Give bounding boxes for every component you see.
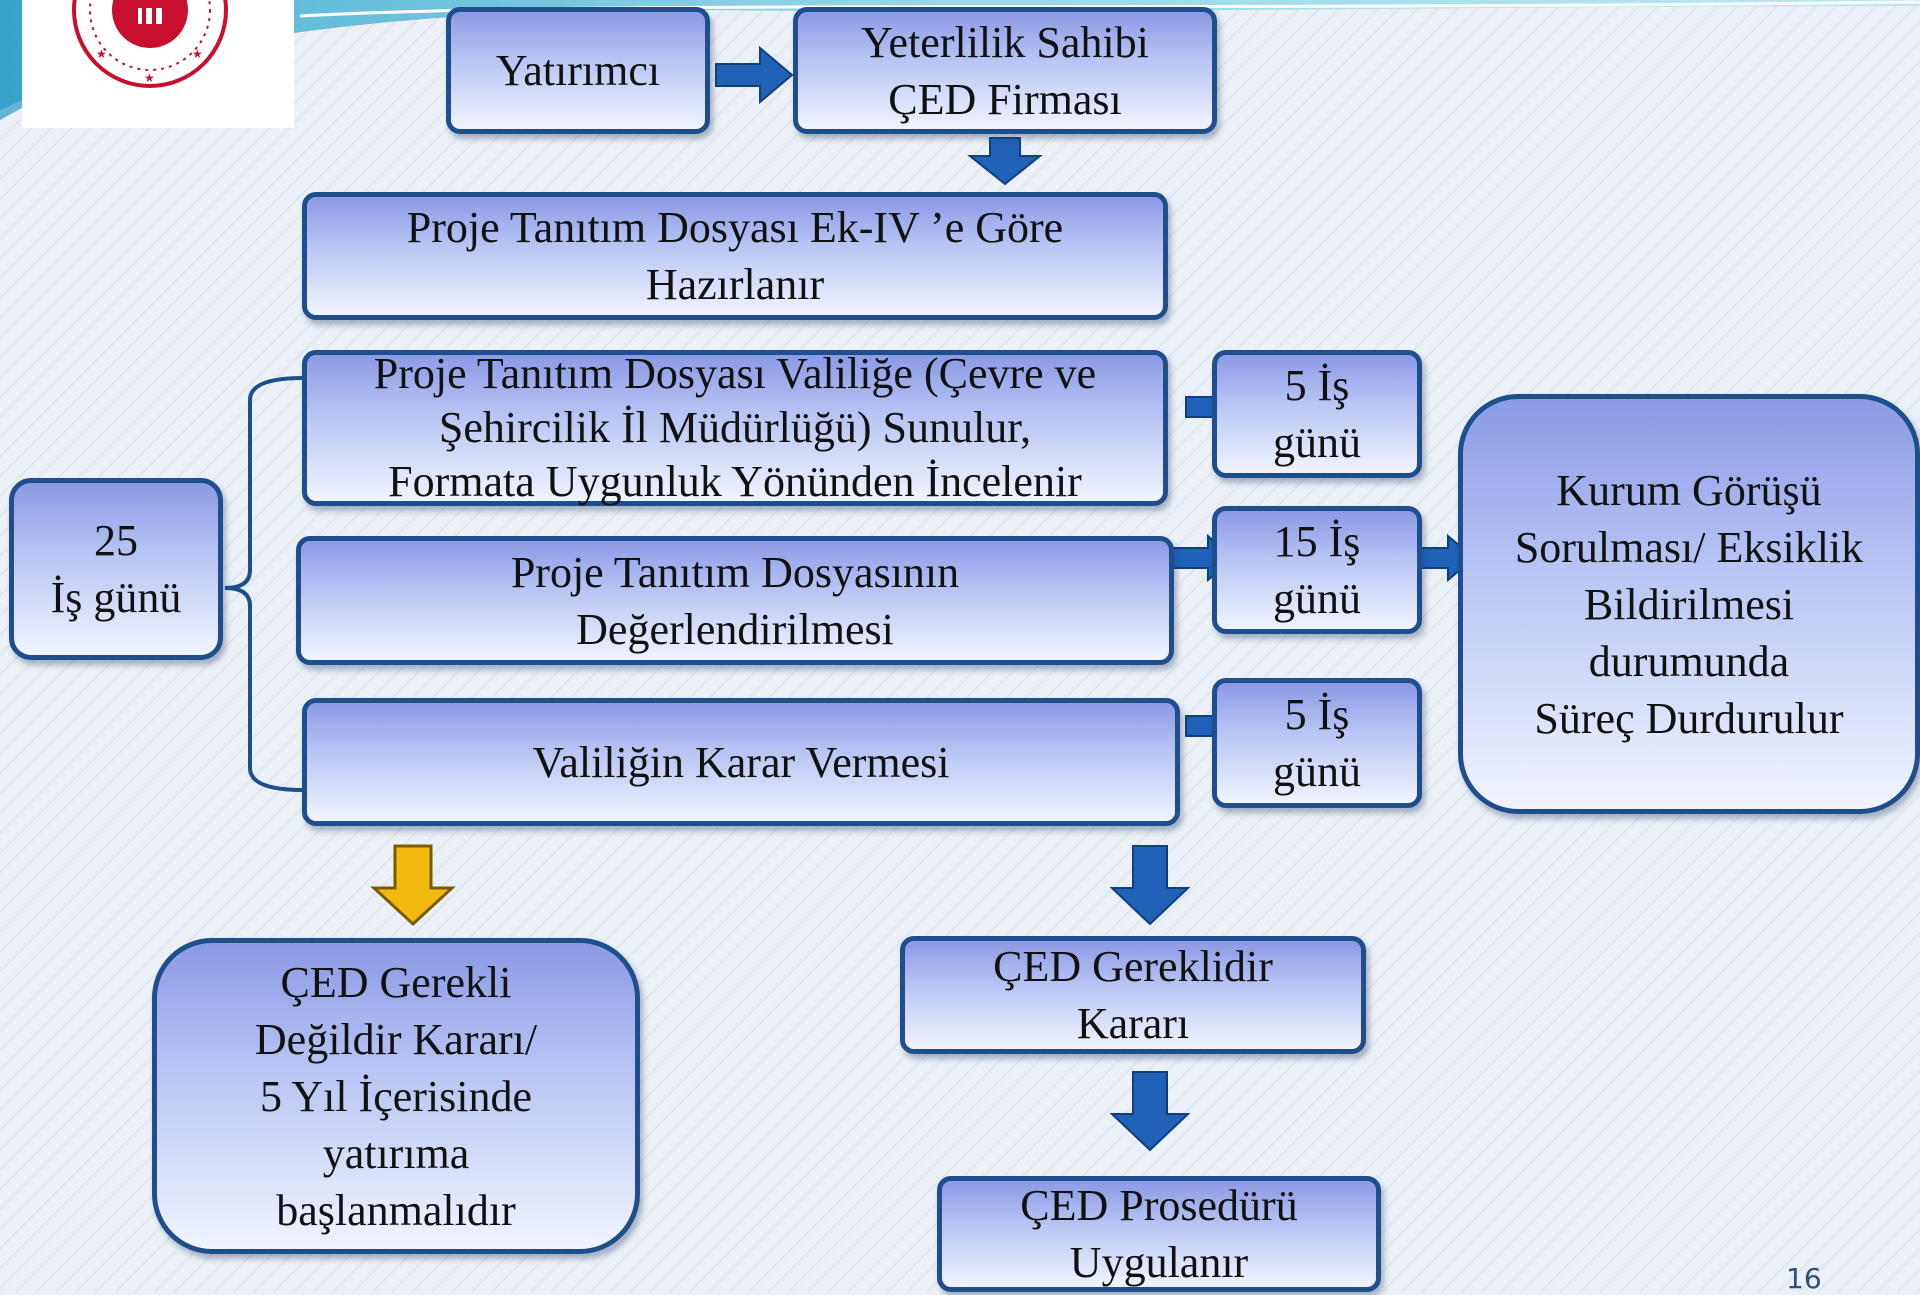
firm-box: Yeterlilik Sahibi ÇED Firması — [793, 7, 1217, 134]
svg-text:★: ★ — [96, 47, 107, 61]
arrow-decision-to-required — [1109, 845, 1191, 926]
arrow-investor-to-firm — [715, 45, 794, 105]
evaluate-line-1: Proje Tanıtım Dosyasının — [510, 547, 960, 597]
stop-line-2: Sorulması/ Eksiklik — [1514, 522, 1864, 572]
submit-days-box: 5 İş günü — [1212, 350, 1422, 478]
svg-text:★: ★ — [144, 71, 155, 85]
svg-text:★: ★ — [192, 47, 203, 61]
firm-line-2: ÇED Firması — [888, 74, 1122, 124]
prepare-line-2: Hazırlanır — [645, 260, 825, 309]
evaluate-days-line-1: 15 İş — [1273, 517, 1361, 566]
decision-box: Valiliğin Karar Vermesi — [302, 698, 1180, 826]
investor-label: Yatırımcı — [495, 46, 661, 95]
procedure-line-2: Uygulanır — [1069, 1238, 1249, 1287]
ced-not-required-box: ÇED Gerekli Değildir Kararı/ 5 Yıl İçeri… — [152, 938, 640, 1254]
arrow-firm-to-prepare — [967, 137, 1043, 186]
decision-days-box: 5 İş günü — [1212, 678, 1422, 808]
ministry-seal-icon: ★ ★ ★ — [72, 0, 228, 88]
stop-line-1: Kurum Görüşü — [1556, 465, 1822, 515]
submit-days-line-1: 5 İş — [1284, 361, 1350, 410]
bracket-25-days — [224, 376, 304, 792]
total-days-number: 25 — [94, 516, 138, 565]
not-required-line-1: ÇED Gerekli — [280, 957, 512, 1007]
decision-label: Valiliğin Karar Vermesi — [532, 737, 950, 787]
not-required-line-2: Değildir Kararı/ — [254, 1014, 538, 1064]
evaluate-box: Proje Tanıtım Dosyasının Değerlendirilme… — [296, 536, 1174, 665]
process-stop-box: Kurum Görüşü Sorulması/ Eksiklik Bildiri… — [1458, 394, 1920, 814]
not-required-line-4: yatırıma — [322, 1128, 470, 1178]
ced-procedure-box: ÇED Prosedürü Uygulanır — [937, 1176, 1381, 1292]
not-required-line-3: 5 Yıl İçerisinde — [259, 1071, 533, 1121]
stop-line-3: Bildirilmesi — [1583, 579, 1795, 629]
ced-required-box: ÇED Gereklidir Kararı — [900, 936, 1366, 1054]
stop-line-5: Süreç Durdurulur — [1534, 693, 1844, 743]
procedure-line-1: ÇED Prosedürü — [1020, 1181, 1298, 1230]
not-required-line-5: başlanmalıdır — [276, 1185, 516, 1235]
arrow-required-to-procedure — [1109, 1071, 1191, 1152]
arrow-decision-to-not-required — [370, 844, 456, 927]
decision-days-line-2: günü — [1273, 747, 1361, 796]
prepare-line-1: Proje Tanıtım Dosyası Ek-IV ’e Göre — [406, 203, 1064, 252]
decision-days-line-1: 5 İş — [1284, 690, 1350, 739]
submit-days-line-2: günü — [1273, 418, 1361, 467]
evaluate-line-2: Değerlendirilmesi — [576, 604, 894, 654]
submit-line-2: Şehircilik İl Müdürlüğü) Sunulur, — [438, 403, 1032, 452]
total-days-unit: İş günü — [50, 573, 182, 622]
required-line-2: Kararı — [1076, 999, 1190, 1048]
evaluate-days-line-2: günü — [1273, 574, 1361, 623]
firm-line-1: Yeterlilik Sahibi — [861, 17, 1149, 67]
page-number: 16 — [1786, 1262, 1822, 1295]
total-days-box: 25 İş günü — [9, 478, 223, 660]
ministry-logo: ★ ★ ★ — [22, 0, 294, 128]
submit-line-1: Proje Tanıtım Dosyası Valiliğe (Çevre ve — [373, 349, 1097, 398]
stop-line-4: durumunda — [1588, 636, 1790, 686]
required-line-1: ÇED Gereklidir — [993, 942, 1273, 991]
submit-line-3: Formata Uygunluk Yönünden İncelenir — [388, 457, 1082, 506]
investor-box: Yatırımcı — [446, 7, 710, 134]
evaluate-days-box: 15 İş günü — [1212, 506, 1422, 634]
submit-box: Proje Tanıtım Dosyası Valiliğe (Çevre ve… — [302, 349, 1168, 506]
prepare-box: Proje Tanıtım Dosyası Ek-IV ’e Göre Hazı… — [302, 192, 1168, 320]
